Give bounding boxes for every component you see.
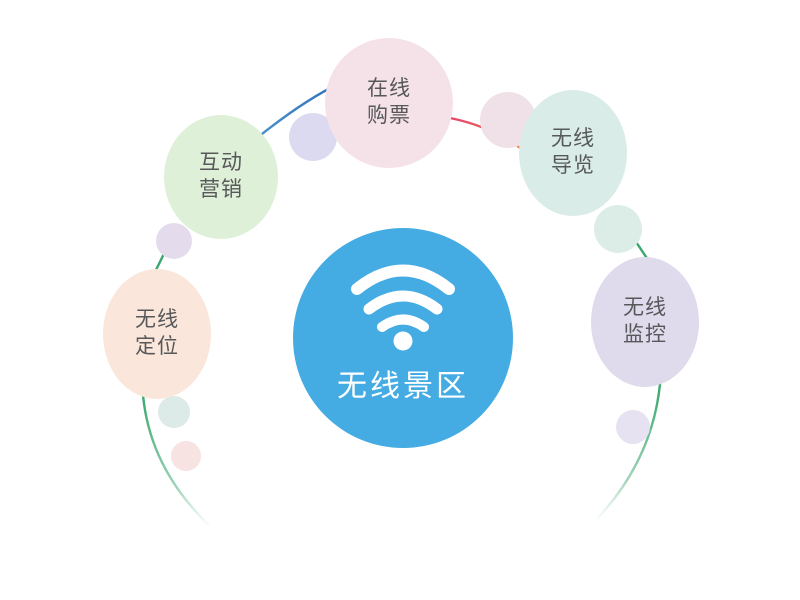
satellite-node-group — [103, 38, 699, 399]
connector-monitoring-tail — [592, 382, 662, 524]
bubble-mint-right-mid — [594, 205, 642, 253]
connector-positioning-tail — [141, 393, 214, 530]
bubble-pink-lower-left — [171, 441, 201, 471]
node-wireless-monitoring[interactable] — [591, 257, 699, 387]
bubble-lavender-left-mid — [156, 223, 192, 259]
decorative-bubble-group — [156, 92, 650, 471]
center-hub[interactable] — [293, 228, 513, 448]
bubble-lavender-top-left — [289, 113, 337, 161]
bubble-mint-lower-left — [158, 396, 190, 428]
node-wireless-positioning[interactable] — [103, 269, 211, 399]
node-interactive-marketing[interactable] — [164, 115, 278, 239]
node-online-ticketing[interactable] — [325, 38, 453, 168]
bubble-lavender-lower-right — [616, 410, 650, 444]
wifi-icon — [351, 264, 455, 351]
node-wireless-guide[interactable] — [519, 90, 627, 216]
